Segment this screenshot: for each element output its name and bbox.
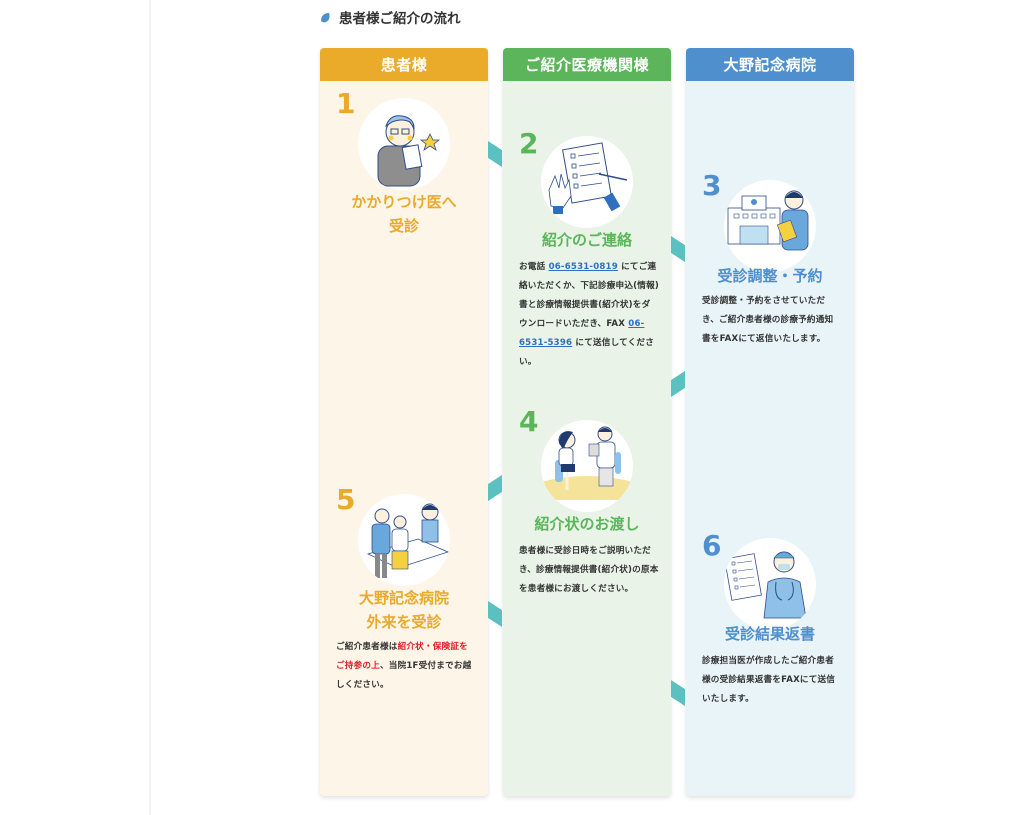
step-3-title: 受診調整・予約	[717, 267, 823, 285]
flow-connector-6-end	[671, 680, 685, 706]
section-heading: 患者様ご紹介の流れ	[320, 6, 461, 28]
step-2-text-2: にてご連絡いただくか、下記診療申込(情報)書と診療情報提供書(紹介状)をダウンロ…	[519, 262, 659, 329]
step-number-1: 1	[336, 87, 356, 120]
column-header-referring-clinic: ご紹介医療機関様	[503, 48, 671, 81]
step-3-description: 受診調整・予約をさせていただき、ご紹介患者様の診療予約通知書をFAXにて返信いた…	[702, 296, 834, 344]
section-title: 患者様ご紹介の流れ	[339, 11, 461, 27]
flow-connector-4-to-5	[488, 475, 502, 501]
column-header-hospital: 大野記念病院	[686, 48, 854, 81]
step-5-text-1: ご紹介患者様は	[336, 642, 398, 652]
step-number-3: 3	[702, 169, 722, 202]
column-header-patient: 患者様	[320, 48, 488, 81]
illustration-worried-patient	[358, 98, 450, 190]
illustration-doctor-consultation	[541, 420, 633, 512]
flow-connector-3-to-4	[671, 371, 685, 397]
step-number-2: 2	[519, 127, 539, 160]
step-4-description: 患者様に受診日時をご説明いただき、診療情報提供書(紹介状)の原本を患者様にお渡し…	[519, 546, 659, 594]
column-referring-clinic: ご紹介医療機関様 2 紹介のご連絡 お電話 06-6531-0819 にてご連絡…	[503, 48, 671, 796]
column-patient: 患者様 1 かかりつけ医へ 受診 5	[320, 48, 488, 796]
step-1-title: かかりつけ医へ 受診	[320, 190, 488, 238]
column-hospital: 大野記念病院 3 受診調整・予約 受診調整・予約をさせていただき、ご紹介患者様の…	[686, 48, 854, 796]
step-6-description: 診療担当医が作成したご紹介患者様の受診結果返書をFAXにて送信いたします。	[702, 656, 836, 704]
step-2-title: 紹介のご連絡	[541, 231, 632, 249]
step-2-description: お電話 06-6531-0819 にてご連絡いただくか、下記診療申込(情報)書と…	[519, 258, 659, 372]
illustration-hand-writing-checklist	[541, 136, 633, 228]
flow-connector-1-to-2	[488, 141, 502, 167]
step-5-title: 大野記念病院 外来を受診	[320, 586, 488, 634]
step-2-text-1: お電話	[519, 262, 549, 272]
illustration-doctor-with-report	[724, 538, 816, 630]
step-4-title: 紹介状のお渡し	[534, 515, 640, 533]
step-1-title-line2: 受診	[388, 217, 419, 235]
step-number-5: 5	[336, 483, 356, 516]
step-5-title-line2: 外来を受診	[366, 613, 442, 631]
flow-connector-5-to-6	[488, 601, 502, 627]
step-5-text-2: 、当院1F受付までお越しください。	[336, 661, 472, 690]
teardrop-bullet-icon	[320, 12, 331, 23]
step-1-title-line1: かかりつけ医へ	[351, 193, 457, 211]
step-number-4: 4	[519, 405, 539, 438]
step-5-description: ご紹介患者様は紹介状・保険証をご持参の上、当院1F受付までお越しください。	[336, 638, 476, 695]
step-2-text-3: にて送信してください。	[519, 338, 655, 367]
fax-link[interactable]: 06-6531-5396	[519, 319, 645, 348]
step-5-title-line1: 大野記念病院	[358, 589, 449, 607]
illustration-reception-desk	[358, 494, 450, 586]
flow-connector-2-to-3	[671, 236, 685, 262]
step-5-emphasis-text: 紹介状・保険証をご持参の上	[336, 642, 468, 671]
illustration-hospital-and-nurse	[724, 180, 816, 272]
step-6-title: 受診結果返書	[724, 625, 815, 643]
phone-link[interactable]: 06-6531-0819	[548, 262, 618, 272]
left-divider	[149, 0, 151, 815]
step-number-6: 6	[702, 529, 722, 562]
